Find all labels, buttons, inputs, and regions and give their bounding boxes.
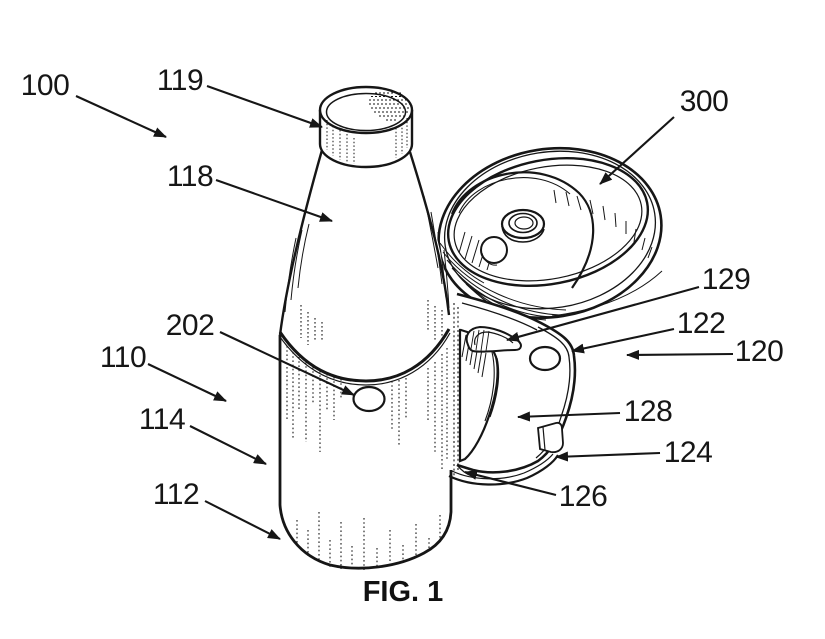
figure-caption: FIG. 1: [362, 576, 444, 608]
arrow-128: [517, 411, 621, 422]
ref-label-100: 100: [20, 69, 70, 102]
ref-label-124: 124: [663, 436, 713, 469]
arrow-300: [599, 116, 675, 185]
ref-label-110: 110: [99, 341, 147, 374]
arrow-120: [626, 349, 734, 360]
ref-label-114: 114: [138, 403, 186, 436]
arrow-118: [215, 179, 333, 222]
sleeve-shading: [286, 346, 448, 570]
cap-side-hatch: [326, 118, 408, 164]
ref-label-202: 202: [165, 309, 215, 342]
handle-bottom-lip: [448, 454, 559, 486]
sleeve-seam: [278, 328, 451, 383]
ref-label-112: 112: [152, 478, 200, 511]
arrow-114: [189, 425, 267, 465]
cap-top-hatch: [369, 92, 410, 121]
ref-label-122: 122: [676, 307, 726, 340]
ref-label-300: 300: [679, 85, 729, 118]
arrow-112: [204, 500, 281, 540]
button-202: [352, 385, 386, 413]
ref-label-118: 118: [166, 160, 214, 193]
bottle-right-profile: [408, 151, 451, 316]
arrow-202: [219, 331, 355, 396]
arrow-122: [571, 327, 675, 354]
handle-120: [448, 292, 577, 486]
cup-300: [437, 146, 663, 325]
ref-label-129: 129: [701, 263, 751, 296]
cup-port: [480, 236, 508, 264]
handle-tab: [537, 421, 564, 454]
arrow-100: [75, 95, 167, 138]
arrow-126: [464, 470, 557, 497]
leader-arrows: [75, 85, 734, 540]
bottle-lower-outline: [278, 335, 453, 570]
arrow-110: [147, 363, 227, 402]
handle-oval: [528, 345, 562, 372]
bottle-left-profile: [278, 149, 324, 336]
handle-outline: [456, 292, 577, 474]
bottle-cap: [318, 85, 414, 169]
upper-body-shading: [300, 300, 443, 345]
cup-dome: [450, 171, 595, 289]
arrow-119: [206, 85, 323, 128]
opening-hatch: [461, 334, 487, 378]
ref-label-128: 128: [623, 395, 673, 428]
cup-inner-hatch: [553, 189, 653, 259]
ref-label-119: 119: [156, 64, 204, 97]
bottle: [278, 149, 453, 570]
dome-shading: [458, 231, 494, 271]
ref-label-120: 120: [734, 335, 784, 368]
sleeve-right-seam: [453, 303, 459, 478]
neck-shading: [284, 195, 450, 313]
arrow-124: [555, 451, 661, 462]
ref-label-126: 126: [558, 480, 608, 513]
arrow-129: [506, 285, 700, 342]
